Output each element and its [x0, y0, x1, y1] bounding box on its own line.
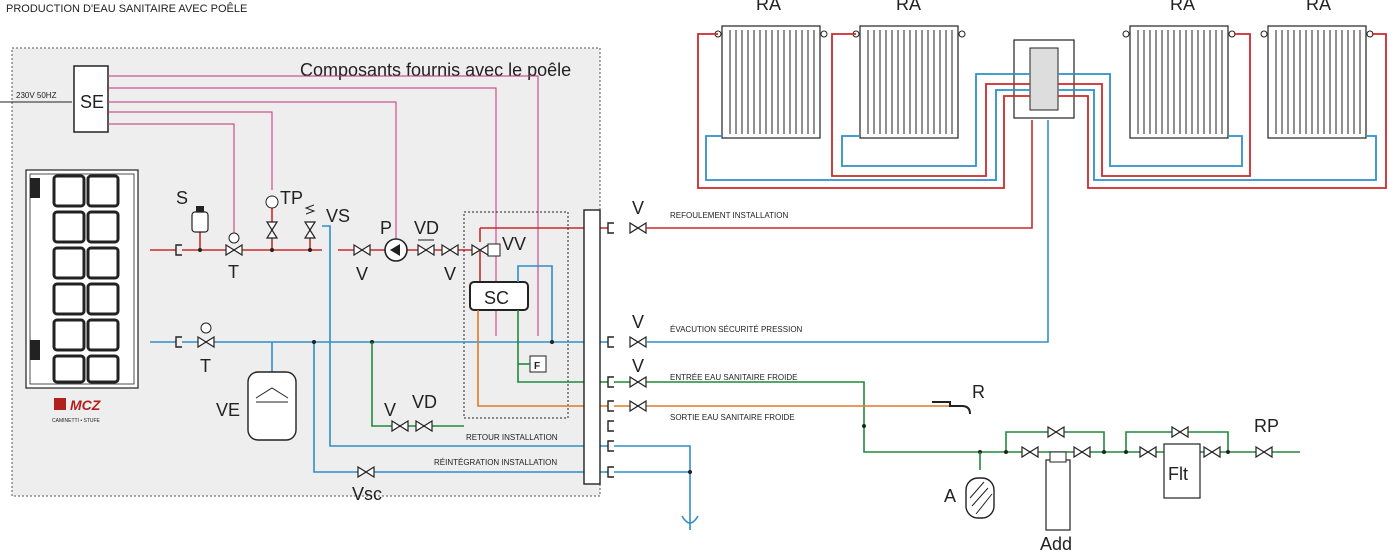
t-label-hot: T: [228, 262, 239, 282]
drain-funnel: [681, 515, 699, 524]
vs-label: VS: [326, 206, 350, 226]
s-label: S: [176, 188, 188, 208]
line-label-entree: ENTRÉE EAU SANITAIRE FROIDE: [670, 373, 797, 382]
sanitary-kit-box: [463, 211, 569, 419]
v-label-1: V: [356, 264, 368, 284]
sanitary-cold-line: [371, 310, 1300, 453]
v-label-3: V: [384, 400, 396, 420]
ra-label-3: RA: [1170, 0, 1195, 14]
v-label-ext3: V: [632, 356, 644, 376]
v-label-2: V: [444, 264, 456, 284]
radiator-4: [1260, 25, 1374, 139]
pressure-gauge: [265, 195, 279, 209]
brand-logo: MCZ CAMINETTI • STUFE: [52, 397, 101, 424]
f-label: F: [534, 361, 540, 372]
air-vent: [191, 211, 209, 233]
line-label-reintegration: RÉINTÉGRATION INSTALLATION: [434, 458, 557, 467]
sanitary-hot-line: [477, 310, 950, 407]
svg-text:MCZ: MCZ: [70, 397, 101, 413]
diagram-title: PRODUCTION D'EAU SANITAIRE AVEC POÊLE: [6, 2, 247, 15]
sc-exchanger: [469, 281, 529, 311]
box-title: Composants fournis avec le poêle: [300, 60, 571, 80]
connection-manifold: [583, 209, 601, 485]
tp-label: TP: [280, 188, 303, 208]
a-label: A: [944, 486, 956, 506]
a-device: [965, 477, 995, 519]
vd-label-1: VD: [414, 218, 439, 238]
add-label: Add: [1040, 534, 1072, 554]
line-label-retour: RETOUR INSTALLATION: [466, 433, 558, 442]
radiator-supply-piping: [697, 33, 1387, 189]
add-device: [1045, 459, 1071, 531]
t-label-cold: T: [200, 356, 211, 376]
radiator-3: [1122, 25, 1236, 139]
line-label-sortie: SORTIE EAU SANITAIRE FROIDE: [670, 413, 795, 422]
p-label: P: [380, 218, 392, 238]
line-label-refoulement: REFOULEMENT INSTALLATION: [670, 211, 788, 220]
v-label-ext2: V: [632, 312, 644, 332]
power-label: 230V 50HZ: [16, 91, 57, 100]
ra-label-4: RA: [1306, 0, 1331, 14]
cold-return-line: [150, 225, 691, 530]
r-label: R: [972, 382, 985, 402]
tap: [932, 401, 971, 415]
filter: [1163, 443, 1201, 499]
expansion-vessel: [247, 371, 297, 441]
radiator-return-piping: [705, 73, 1377, 181]
v-label-ext1: V: [632, 198, 644, 218]
line-label-evacuation: ÉVACUTION SÉCURITÉ PRESSION: [670, 325, 803, 334]
vsc-label: Vsc: [352, 484, 382, 504]
ra-label-1: RA: [756, 0, 781, 14]
svg-text:CAMINETTI • STUFE: CAMINETTI • STUFE: [52, 418, 101, 424]
rp-label: RP: [1254, 416, 1279, 436]
ve-label: VE: [216, 400, 240, 420]
radiator-2: [852, 25, 966, 139]
control-wires: [108, 75, 539, 336]
radiator-1: [714, 25, 828, 139]
vd-label-2: VD: [412, 392, 437, 412]
sc-label: SC: [484, 288, 509, 308]
flt-label: Flt: [1168, 464, 1188, 484]
se-label: SE: [80, 92, 104, 112]
stove: [25, 169, 139, 389]
ra-label-2: RA: [896, 0, 921, 14]
se-control-unit: [73, 65, 109, 133]
vv-label: VV: [502, 234, 526, 254]
